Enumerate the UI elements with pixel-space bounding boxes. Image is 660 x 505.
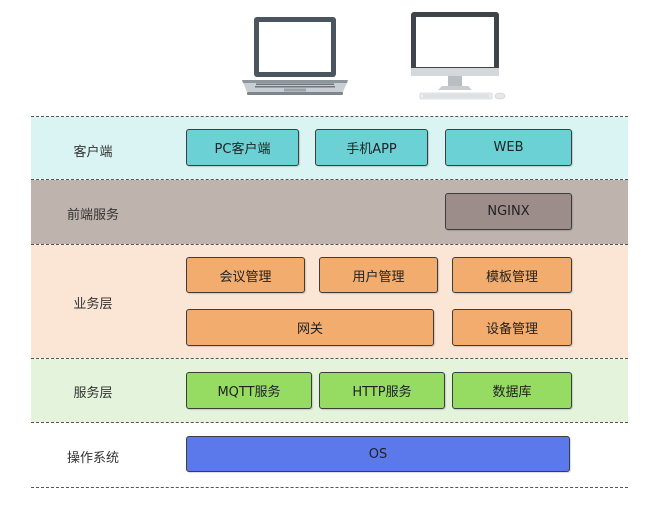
separator-line xyxy=(31,116,628,117)
database-box[interactable]: 数据库 xyxy=(452,372,572,409)
mobile-app-box[interactable]: 手机APP xyxy=(315,129,428,166)
web-box[interactable]: WEB xyxy=(445,129,572,166)
business-layer-label: 业务层 xyxy=(73,297,113,312)
separator-line xyxy=(31,244,628,245)
service-layer-label: 服务层 xyxy=(73,386,113,401)
client-layer-label: 客户端 xyxy=(73,145,113,160)
laptop-icon xyxy=(240,14,350,102)
os-box[interactable]: OS xyxy=(186,436,570,472)
template-management-box[interactable]: 模板管理 xyxy=(452,257,572,293)
device-management-box[interactable]: 设备管理 xyxy=(452,309,572,346)
separator-line xyxy=(31,358,628,359)
separator-line xyxy=(31,179,628,180)
http-service-box[interactable]: HTTP服务 xyxy=(319,372,445,409)
user-management-box[interactable]: 用户管理 xyxy=(319,257,438,293)
pc-client-box[interactable]: PC客户端 xyxy=(186,129,299,166)
separator-line xyxy=(31,422,628,423)
os-layer-label: 操作系统 xyxy=(66,451,119,466)
nginx-box[interactable]: NGINX xyxy=(445,193,572,230)
separator-line xyxy=(31,487,628,488)
desktop-monitor-icon xyxy=(410,10,510,106)
frontend-layer-label: 前端服务 xyxy=(66,208,119,223)
meeting-management-box[interactable]: 会议管理 xyxy=(186,257,305,293)
gateway-box[interactable]: 网关 xyxy=(186,309,434,346)
mqtt-service-box[interactable]: MQTT服务 xyxy=(186,372,312,409)
